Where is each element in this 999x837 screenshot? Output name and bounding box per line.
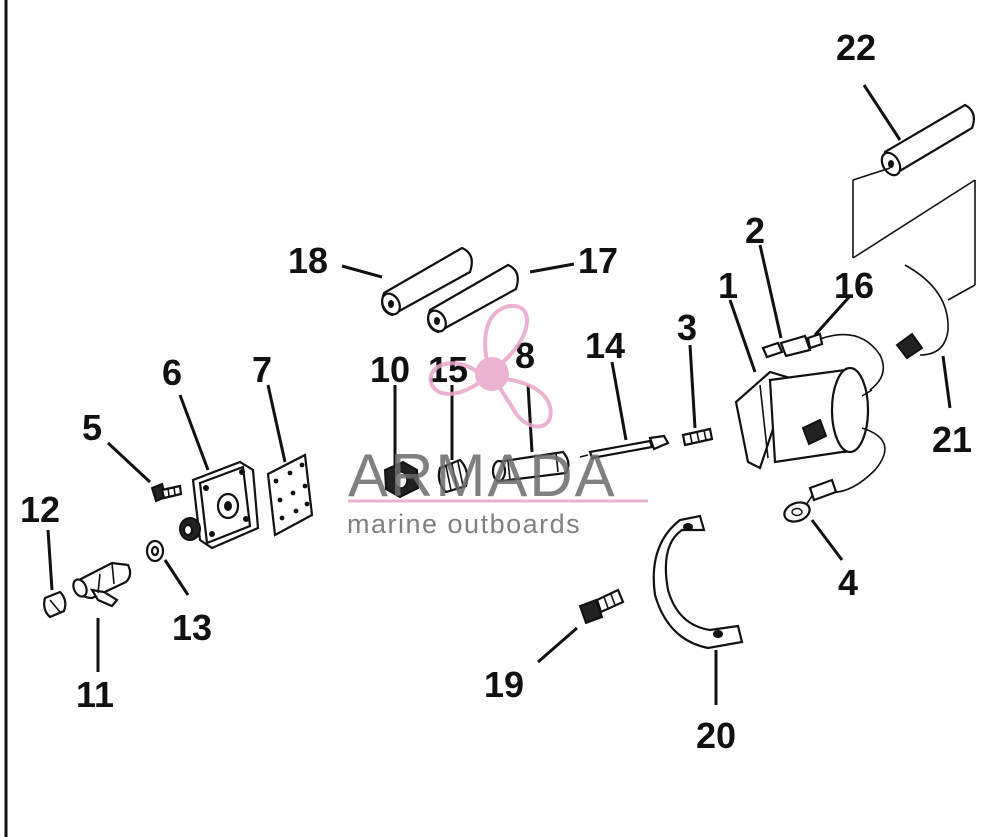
part-12-cap: [43, 590, 67, 619]
part-6-cover-plate: [179, 460, 260, 550]
part-5-screw: [150, 482, 183, 503]
callout-6: 6: [162, 352, 182, 393]
callout-11: 11: [76, 674, 114, 715]
callout-5: 5: [82, 407, 102, 448]
part-13-washer: [145, 539, 165, 563]
part-21-grouping-bracket: [852, 167, 976, 301]
callout-3: 3: [677, 307, 697, 348]
callout-4: 4: [838, 562, 858, 603]
callout-2: 2: [745, 210, 765, 251]
callout-17: 17: [578, 240, 618, 281]
part-21-sleeve: [880, 103, 975, 177]
callout-10: 10: [370, 349, 410, 390]
part-17-sleeve: [427, 263, 519, 334]
callout-12: 12: [20, 489, 60, 530]
part-8-plunger: [491, 450, 570, 483]
watermark: ARMADA marine outboards: [347, 303, 648, 539]
callout-8: 8: [515, 335, 535, 376]
part-15-spring: [437, 458, 469, 494]
part-20-mounting-strap: [652, 514, 744, 650]
callout-7: 7: [252, 349, 272, 390]
part-2-terminal: [761, 332, 885, 391]
part-7-gasket: [266, 453, 314, 537]
propeller-logo: [428, 303, 553, 429]
part-10-nut: [383, 460, 420, 499]
part-14-contact-rod: [579, 434, 670, 460]
part-19-bolt: [578, 588, 625, 625]
callout-13: 13: [172, 607, 212, 648]
callout-14: 14: [585, 325, 625, 366]
callout-21: 22: [836, 27, 876, 68]
watermark-brand: ARMADA: [348, 442, 617, 509]
part-11-fitting: [72, 561, 132, 608]
part-22-clip: [895, 264, 949, 360]
part-4-ring-terminal: [783, 478, 838, 523]
part-3-spring: [681, 427, 714, 447]
callout-numbers: 22 2 16 18 17 1 3 14 10 15 8 7 6 5 12 13…: [20, 27, 972, 756]
watermark-tagline: marine outboards: [347, 509, 581, 539]
callout-22: 21: [932, 419, 972, 460]
callout-1: 1: [718, 265, 738, 306]
part-18-sleeve: [381, 246, 473, 317]
leader-lines: [46, 84, 952, 705]
callout-18: 18: [288, 240, 328, 281]
callout-16: 16: [834, 265, 874, 306]
part-1-solenoid: [734, 366, 886, 494]
callout-20: 20: [696, 715, 736, 756]
callout-19: 19: [484, 664, 524, 705]
